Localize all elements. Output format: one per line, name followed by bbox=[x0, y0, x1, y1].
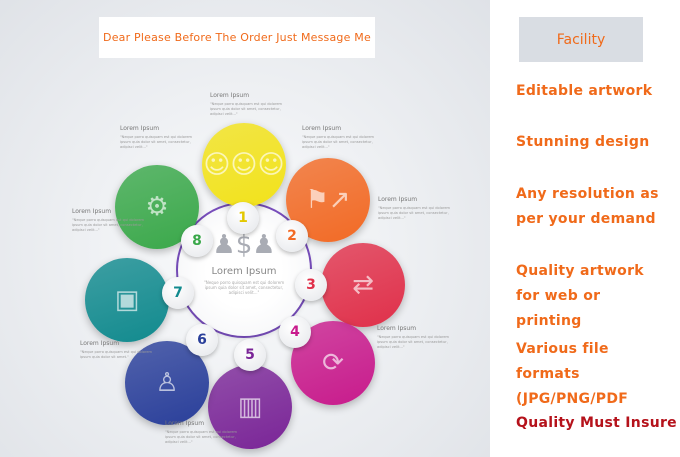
step-number-1: 1 bbox=[227, 202, 259, 234]
step-circle-3: ⇄ bbox=[321, 243, 405, 327]
step-number-2: 2 bbox=[276, 220, 308, 252]
feature-item: Editable artwork bbox=[516, 83, 653, 99]
message-banner: Dear Please Before The Order Just Messag… bbox=[99, 17, 375, 58]
podium-dollar-icon: ♟$♟ bbox=[212, 230, 276, 260]
step-title: Lorem Ipsum bbox=[210, 92, 250, 99]
step-circle-2: ⚑↗ bbox=[286, 158, 370, 242]
step-label-1: Lorem Ipsum "Neque porro quisquam est qui… bbox=[210, 92, 285, 117]
step-number-6: 6 bbox=[186, 324, 218, 356]
step-circle-5: ▥ bbox=[208, 365, 292, 449]
step-title: Lorem Ipsum bbox=[165, 420, 205, 427]
step-label-3: Lorem Ipsum "Neque porro quisquam est qui… bbox=[378, 196, 453, 221]
step-label-2: Lorem Ipsum "Neque porro quisquam est qui… bbox=[302, 125, 377, 150]
step-label-5: Lorem Ipsum "Neque porro quisquam est qui… bbox=[165, 420, 240, 445]
step-label-4: Lorem Ipsum "Neque porro quisquam est qui… bbox=[377, 325, 452, 350]
step-circle-7: ▣ bbox=[85, 258, 169, 342]
org-chart-icon: ♙ bbox=[155, 368, 179, 398]
step-title: Lorem Ipsum bbox=[120, 125, 160, 132]
infographic-panel: Dear Please Before The Order Just Messag… bbox=[0, 0, 490, 457]
step-text: "Neque porro quisquam est qui dolorem ip… bbox=[120, 135, 193, 149]
step-text: "Neque porro quisquam est qui dolorem ip… bbox=[80, 350, 153, 359]
step-circle-1: ☺☺☺ bbox=[202, 123, 286, 207]
step-text: "Neque porro quisquam est qui dolorem ip… bbox=[165, 430, 238, 444]
step-title: Lorem Ipsum bbox=[80, 340, 120, 347]
step-number-7: 7 bbox=[162, 277, 194, 309]
step-text: "Neque porro quisquam est qui dolorem ip… bbox=[377, 335, 450, 349]
step-label-6: Lorem Ipsum "Neque porro quisquam est qui… bbox=[80, 340, 155, 360]
step-text: "Neque porro quisquam est qui dolorem ip… bbox=[72, 218, 145, 232]
presentation-icon: ▣ bbox=[114, 285, 140, 315]
team-hierarchy-icon: ☺☺☺ bbox=[203, 150, 285, 180]
step-title: Lorem Ipsum bbox=[72, 208, 112, 215]
step-title: Lorem Ipsum bbox=[377, 325, 417, 332]
center-title: Lorem Ipsum bbox=[211, 266, 277, 277]
feature-item: Various file formats (JPG/PNG/PDF bbox=[516, 341, 629, 407]
step-title: Lorem Ipsum bbox=[302, 125, 342, 132]
step-circle-6: ♙ bbox=[125, 341, 209, 425]
step-number-5: 5 bbox=[234, 339, 266, 371]
step-text: "Neque porro quisquam est qui dolorem ip… bbox=[210, 102, 283, 116]
center-text: "Neque porro quisquam est qui dolorem ip… bbox=[203, 280, 285, 295]
facility-heading: Facility bbox=[519, 17, 643, 62]
step-label-7: Lorem Ipsum "Neque porro quisquam est qui… bbox=[72, 208, 147, 233]
step-text: "Neque porro quisquam est qui dolorem ip… bbox=[378, 206, 451, 220]
feature-item-highlight: Quality Must Insure bbox=[516, 415, 677, 431]
step-text: "Neque porro quisquam est qui dolorem ip… bbox=[302, 135, 375, 149]
feature-item: Stunning design bbox=[516, 134, 650, 150]
step-title: Lorem Ipsum bbox=[378, 196, 418, 203]
step-label-8: Lorem Ipsum "Neque porro quisquam est qui… bbox=[120, 125, 195, 150]
time-settings-people-icon: ⚙ bbox=[145, 192, 169, 222]
money-coins-icon: ▥ bbox=[237, 392, 263, 422]
growth-team-icon: ⚑↗ bbox=[305, 185, 351, 215]
cycle-person-icon: ⟳ bbox=[322, 348, 344, 378]
decision-arrows-icon: ⇄ bbox=[352, 270, 374, 300]
feature-item: Any resolution as per your demand bbox=[516, 186, 659, 227]
step-number-3: 3 bbox=[295, 269, 327, 301]
step-number-4: 4 bbox=[279, 316, 311, 348]
step-number-8: 8 bbox=[181, 225, 213, 257]
feature-item: Quality artwork for web or printing bbox=[516, 263, 644, 329]
